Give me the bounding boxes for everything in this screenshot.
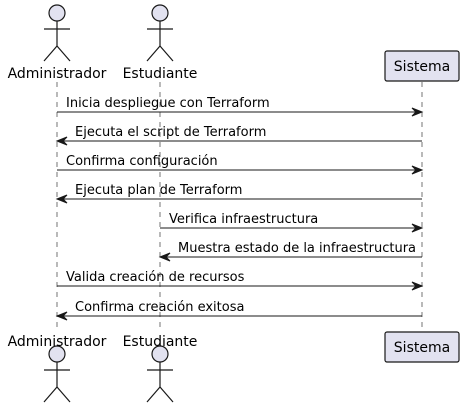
actor-icon: [43, 345, 71, 403]
message-2: Ejecuta el script de Terraform: [55, 125, 422, 146]
arrow-head: [55, 194, 68, 204]
message-label: Ejecuta el script de Terraform: [75, 125, 266, 140]
message-4: Ejecuta plan de Terraform: [55, 183, 422, 204]
participant-box: [384, 50, 460, 82]
actor-icon: [146, 345, 174, 403]
actor-est-top: Estudiante: [123, 4, 198, 82]
arrow-head: [55, 311, 68, 321]
message-3: Confirma configuración: [57, 154, 424, 175]
participant-box: [384, 331, 460, 363]
participant-name: Sistema: [394, 340, 450, 356]
message-label: Ejecuta plan de Terraform: [75, 183, 242, 198]
message-label: Confirma configuración: [66, 154, 218, 169]
participant-sis-bottom: Sistema: [384, 331, 460, 363]
message-6: Muestra estado de la infraestructura: [158, 241, 422, 262]
message-label: Valida creación de recursos: [66, 270, 245, 285]
message-label: Verifica infraestructura: [169, 212, 318, 227]
actor-icon: [146, 4, 174, 62]
message-5: Verifica infraestructura: [160, 212, 424, 233]
actor-admin-top: Administrador: [8, 4, 107, 82]
participant-name: Administrador: [8, 66, 107, 82]
arrow-head: [55, 136, 68, 146]
arrow-head: [411, 107, 424, 117]
arrow-head: [411, 223, 424, 233]
participant-heads: AdministradorAdministradorEstudianteEstu…: [8, 4, 460, 403]
message-1: Inicia despliegue con Terraform: [57, 96, 424, 117]
message-label: Muestra estado de la infraestructura: [178, 241, 416, 256]
message-7: Valida creación de recursos: [57, 270, 424, 291]
participant-name: Sistema: [394, 59, 450, 75]
actor-icon: [43, 4, 71, 62]
message-8: Confirma creación exitosa: [55, 300, 422, 321]
actor-admin-bottom: Administrador: [8, 334, 107, 403]
lifelines: [56, 82, 423, 330]
message-label: Inicia despliegue con Terraform: [66, 96, 270, 111]
arrow-head: [411, 165, 424, 175]
participant-name: Estudiante: [123, 334, 198, 350]
participant-sis-top: Sistema: [384, 50, 460, 82]
actor-est-bottom: Estudiante: [123, 334, 198, 403]
message-label: Confirma creación exitosa: [75, 300, 244, 315]
participant-name: Estudiante: [123, 66, 198, 82]
arrow-head: [411, 281, 424, 291]
arrow-head: [158, 252, 171, 262]
participant-name: Administrador: [8, 334, 107, 350]
